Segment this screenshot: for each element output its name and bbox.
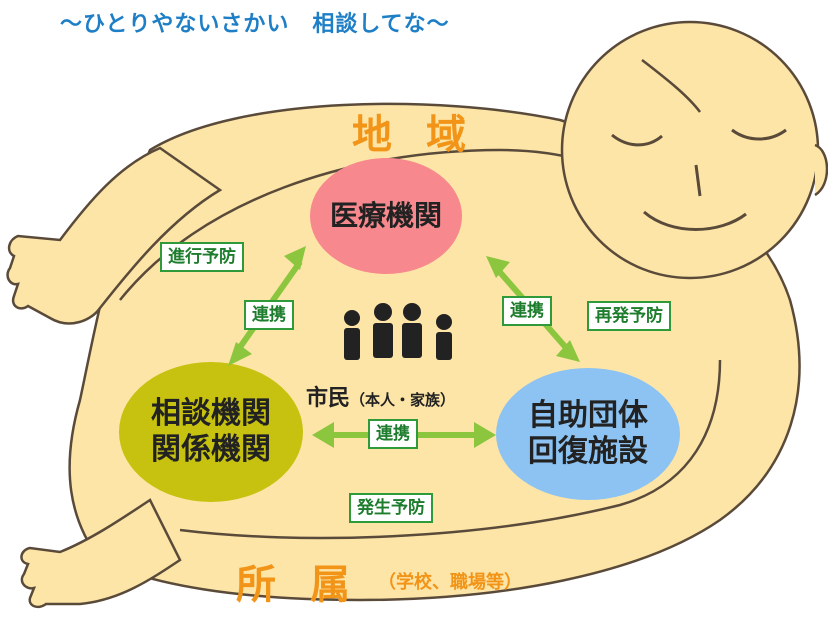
person-icon xyxy=(344,310,360,360)
node-selfhelp-shape xyxy=(496,368,680,500)
head xyxy=(560,20,820,280)
node-medical-shape xyxy=(310,158,462,274)
tag-onset-prevention: 発生予防 xyxy=(349,493,433,524)
citizen-title: 市民 xyxy=(306,386,351,411)
region-affiliation-note: （学校、職場等） xyxy=(378,572,522,593)
eye-left xyxy=(611,133,663,147)
forehead-line xyxy=(641,59,701,113)
node-consultation-shape xyxy=(119,362,303,502)
citizen-note: （本人・家族） xyxy=(350,391,456,409)
node-selfhelp-line-1: 自助団体 xyxy=(528,398,648,433)
tag-cooperation-right: 連携 xyxy=(502,296,552,327)
tag-progression-prevention: 進行予防 xyxy=(160,242,244,273)
node-medical-label: 医療機関 xyxy=(329,199,442,233)
node-consultation-line-2: 関係機関 xyxy=(151,432,271,467)
ear xyxy=(814,143,828,197)
inner-arm-line-bottom xyxy=(179,359,722,540)
region-community-label: 地域 xyxy=(352,112,500,158)
person-icon xyxy=(373,303,393,358)
node-consultation-line-1: 相談機関 xyxy=(151,396,271,431)
tag-cooperation-left: 連携 xyxy=(244,300,294,331)
node-selfhelp-line-2: 回復施設 xyxy=(528,434,648,469)
citizen-label: 市民（本人・家族） xyxy=(306,380,455,412)
lower-arm xyxy=(20,498,182,609)
mouth xyxy=(643,210,747,231)
node-selfhelp: 自助団体 回復施設 xyxy=(496,369,680,499)
person-icon xyxy=(436,314,452,360)
region-affiliation-label: 所属 xyxy=(236,562,384,608)
node-consultation: 相談機関 関係機関 xyxy=(119,362,303,502)
nose xyxy=(694,164,702,197)
tag-relapse-prevention: 再発予防 xyxy=(587,301,671,332)
eye-right xyxy=(731,128,787,141)
upper-arm xyxy=(6,146,223,325)
node-medical: 医療機関 xyxy=(311,159,461,273)
person-icon xyxy=(402,303,422,358)
slogan-text: 〜ひとりやないさかい 相談してな〜 xyxy=(60,12,450,37)
tag-cooperation-bottom: 連携 xyxy=(368,419,418,450)
